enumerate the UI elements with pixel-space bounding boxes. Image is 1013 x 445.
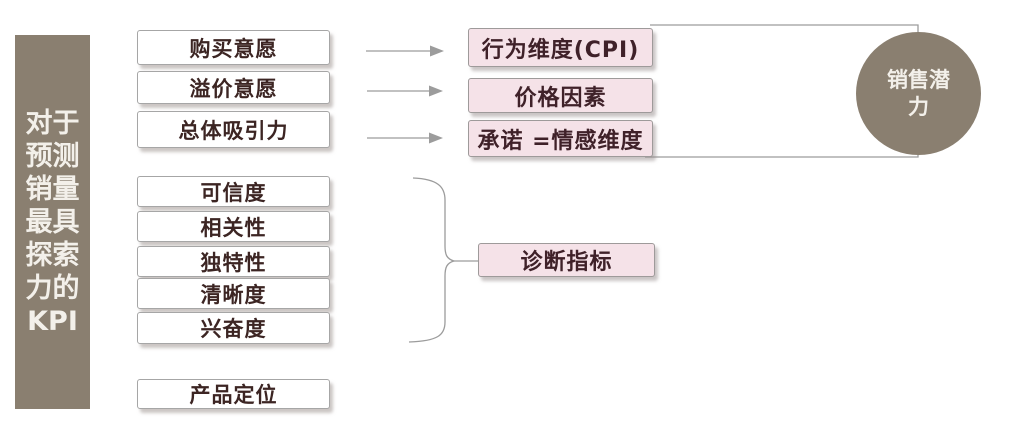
- arrow-appeal-to-commitment: [367, 132, 443, 144]
- kpi-category-label: 对于预测销量最具探索力的KPI: [25, 107, 80, 337]
- box-relevance: 相关性: [137, 211, 330, 242]
- diagnostic-group-brace: [408, 177, 478, 343]
- box-commitment-emotional-dimension: 承诺 =情感维度: [468, 120, 653, 157]
- box-credibility: 可信度: [137, 176, 330, 207]
- box-price-factor: 价格因素: [468, 78, 653, 113]
- box-purchase-intention: 购买意愿: [137, 30, 330, 65]
- box-diagnostic-indicators: 诊断指标: [478, 243, 655, 277]
- box-premium-willingness: 溢价意愿: [137, 71, 330, 104]
- box-behavioral-dimension-cpi: 行为维度(CPI): [468, 28, 653, 67]
- box-excitement: 兴奋度: [137, 312, 330, 344]
- box-uniqueness: 独特性: [137, 246, 330, 277]
- box-overall-appeal: 总体吸引力: [137, 111, 330, 148]
- arrow-purchase-to-behavior: [366, 45, 444, 57]
- kpi-category-panel: 对于预测销量最具探索力的KPI: [15, 35, 90, 409]
- box-product-positioning: 产品定位: [137, 379, 330, 409]
- sales-potential-label: 销售潜力: [887, 67, 950, 119]
- box-clarity: 清晰度: [137, 278, 330, 309]
- arrow-premium-to-price: [367, 85, 443, 97]
- sales-potential-circle: 销售潜力: [856, 32, 981, 155]
